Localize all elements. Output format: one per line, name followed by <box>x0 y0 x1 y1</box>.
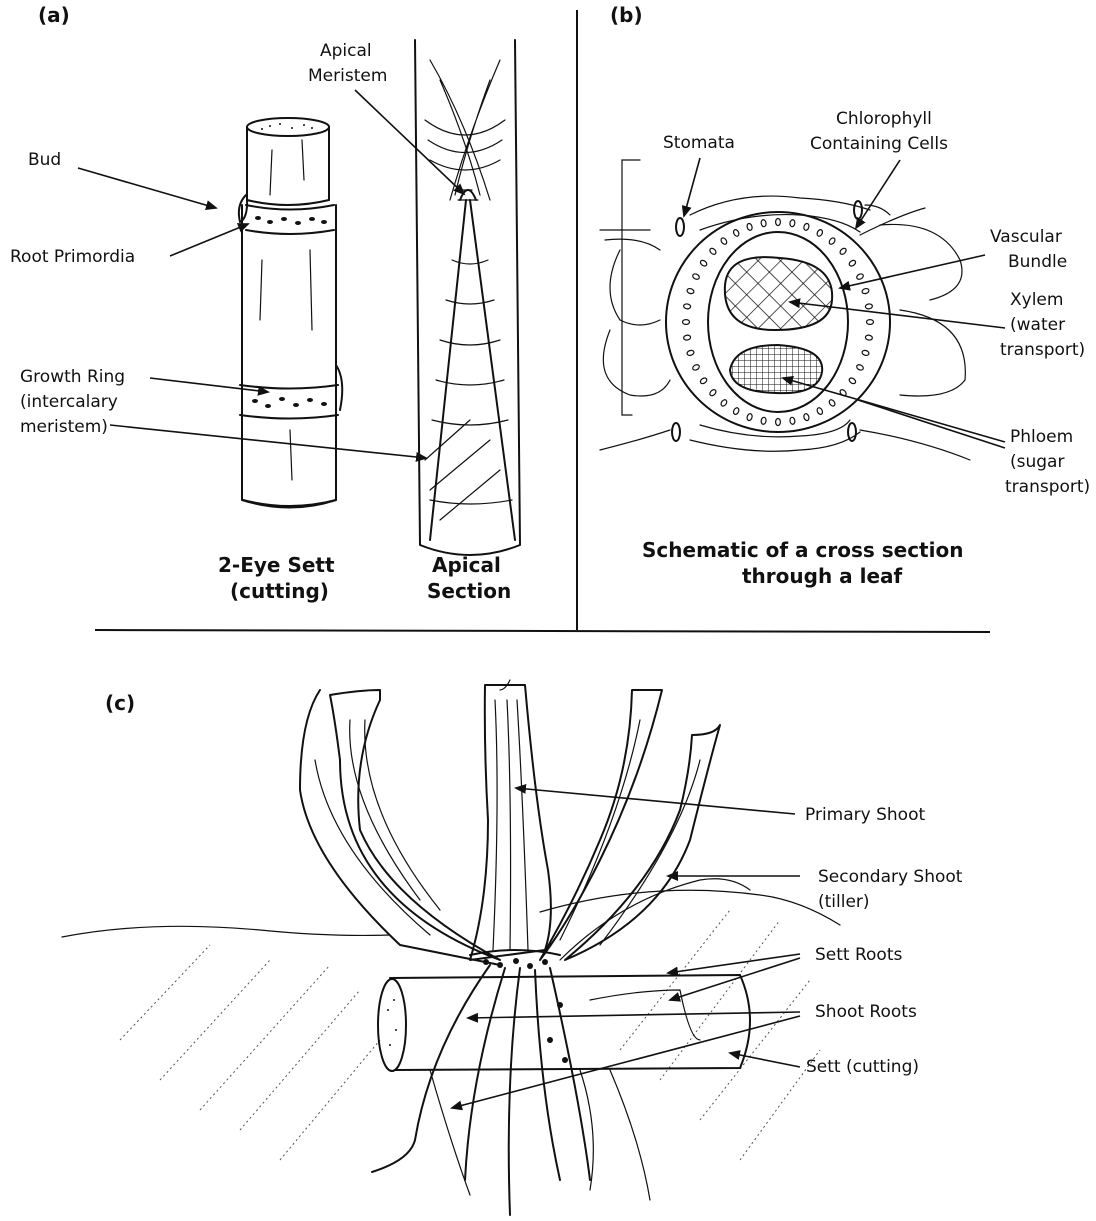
caption-leaf-line2: through a leaf <box>742 564 903 588</box>
sett-cutting-drawing <box>239 118 342 508</box>
arrow-phloem <box>783 378 1005 442</box>
label-apical-meristem-line2: Meristem <box>308 66 387 86</box>
label-stomata: Stomata <box>663 133 735 153</box>
arrow-apical-meristem <box>355 90 464 194</box>
arrow-sett-roots-2 <box>670 958 800 1000</box>
label-chlorophyll-line1: Chlorophyll <box>836 109 932 129</box>
label-apical-meristem-line1: Apical <box>320 41 372 61</box>
arrow-vascular <box>840 255 985 288</box>
line-phloem-sheath <box>858 400 1005 448</box>
label-secondary-shoot-line1: Secondary Shoot <box>818 867 963 887</box>
label-xylem-line2: (water <box>1010 315 1065 335</box>
label-chlorophyll-line2: Containing Cells <box>810 134 948 154</box>
caption-apical-line1: Apical <box>432 553 501 577</box>
seedling-drawing <box>300 680 750 1215</box>
arrow-stomata <box>684 158 700 216</box>
label-sett-roots: Sett Roots <box>815 945 903 965</box>
arrow-shoot-roots-2 <box>452 1016 800 1108</box>
arrow-root-primordia <box>170 224 248 256</box>
panel-label-c: (c) <box>105 691 135 715</box>
apical-section-drawing <box>415 40 520 555</box>
label-vascular-line1: Vascular <box>990 227 1062 247</box>
label-phloem-line3: transport) <box>1005 477 1090 497</box>
label-vascular-line2: Bundle <box>1008 252 1067 272</box>
leaf-cross-section-drawing <box>600 160 970 460</box>
label-phloem-line2: (sugar <box>1010 452 1064 472</box>
caption-leaf-line1: Schematic of a cross section <box>642 538 963 562</box>
panel-label-a: (a) <box>38 3 70 27</box>
horizontal-divider <box>95 630 990 632</box>
caption-apical-line2: Section <box>427 579 511 603</box>
label-secondary-shoot-line2: (tiller) <box>818 892 870 912</box>
label-primary-shoot: Primary Shoot <box>805 805 925 825</box>
caption-sett-line1: 2-Eye Sett <box>218 553 335 577</box>
label-xylem-line1: Xylem <box>1010 290 1063 310</box>
arrow-sett-roots-1 <box>668 954 800 973</box>
arrow-primary-shoot <box>516 788 795 814</box>
label-root-primordia: Root Primordia <box>10 247 135 267</box>
label-growth-ring-line2: (intercalary <box>20 392 118 412</box>
label-phloem-line1: Phloem <box>1010 427 1073 447</box>
panel-label-b: (b) <box>610 3 643 27</box>
caption-sett-line2: (cutting) <box>230 579 329 603</box>
arrow-growth-ring <box>150 378 268 392</box>
arrow-chlorophyll <box>856 160 900 228</box>
label-sett-cutting: Sett (cutting) <box>806 1057 919 1077</box>
arrow-bud <box>78 168 216 208</box>
label-bud: Bud <box>28 150 61 170</box>
label-growth-ring-line1: Growth Ring <box>20 367 125 387</box>
label-xylem-line3: transport) <box>1000 340 1085 360</box>
label-growth-ring-line3: meristem) <box>20 417 108 437</box>
label-shoot-roots: Shoot Roots <box>815 1002 917 1022</box>
arrow-intercalary <box>110 425 426 458</box>
